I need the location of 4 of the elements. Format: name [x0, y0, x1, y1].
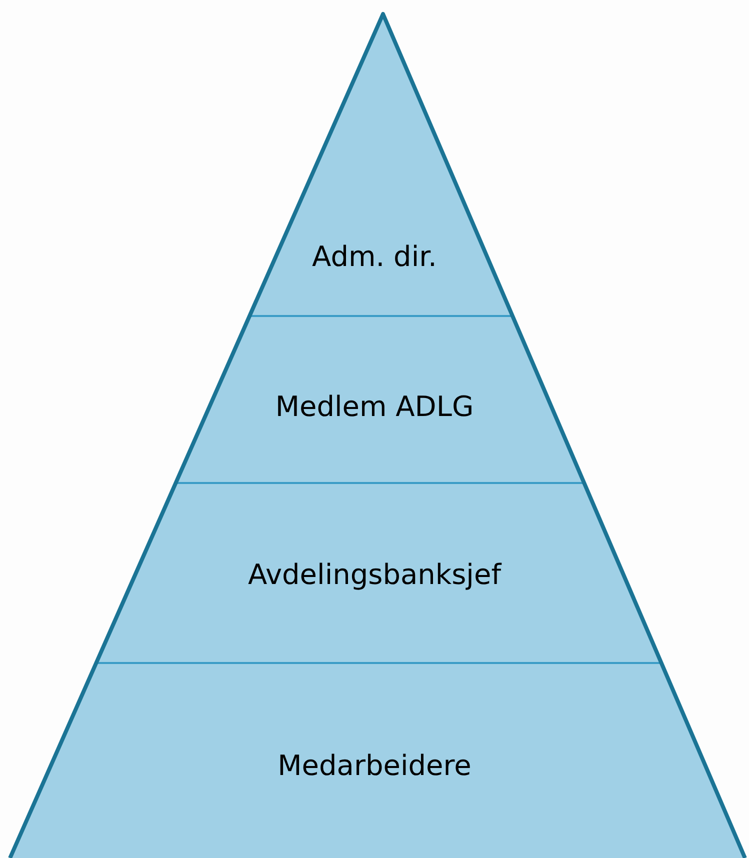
tier-label: Medlem ADLG — [274, 390, 475, 423]
tier-label: Avdelingsbanksjef — [246, 558, 503, 591]
tier-label: Medarbeidere — [276, 749, 472, 782]
tier-label: Adm. dir. — [311, 240, 438, 273]
